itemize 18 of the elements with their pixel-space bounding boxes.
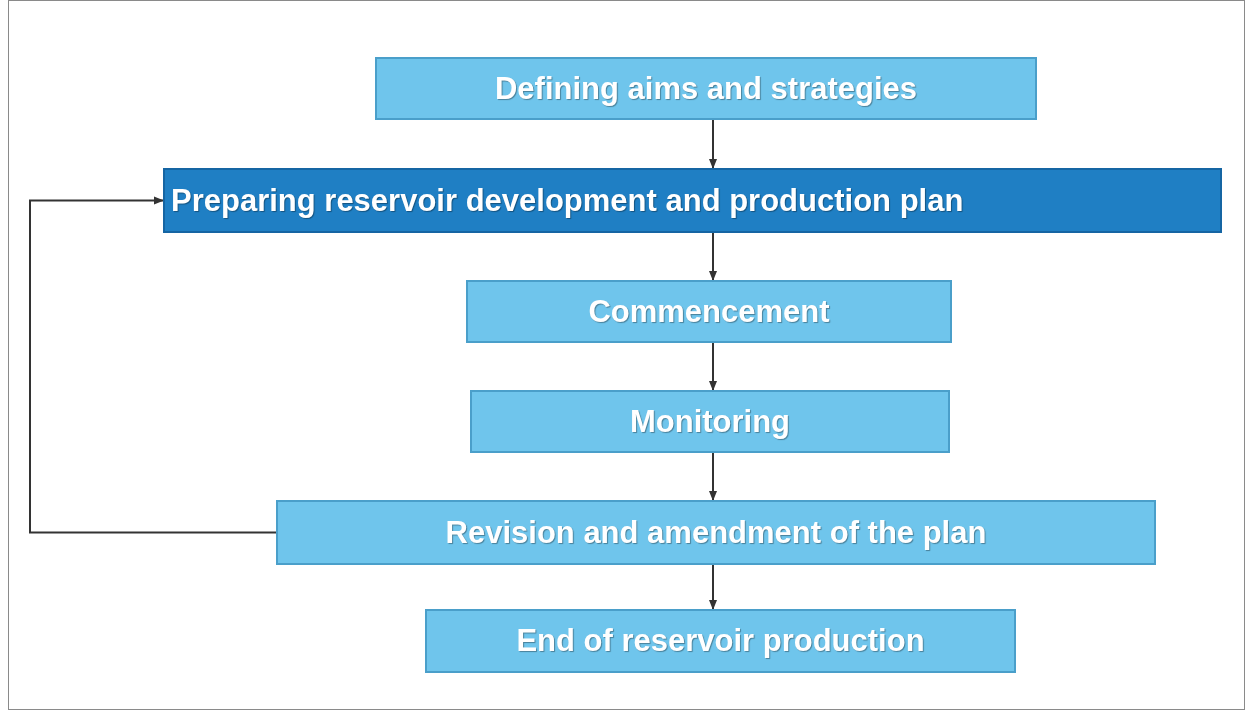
box-label: Preparing reservoir development and production plan — [171, 182, 964, 219]
arrow — [709, 342, 717, 391]
box-label: Monitoring — [629, 403, 791, 440]
arrow — [709, 119, 717, 169]
arrow — [709, 232, 717, 281]
box-label: Defining aims and strategies — [494, 70, 918, 107]
process-box — [375, 57, 1037, 120]
arrow — [29, 196, 277, 534]
process-box — [276, 500, 1156, 565]
box-label: End of reservoir production — [516, 623, 925, 659]
process-box — [466, 280, 952, 343]
process-box — [470, 390, 950, 453]
arrow — [709, 452, 717, 501]
process-box — [425, 609, 1016, 673]
box-label: Revision and amendment of the plan — [445, 514, 987, 551]
process-box — [163, 168, 1222, 233]
box-label: Commencement — [588, 293, 830, 330]
arrow — [709, 564, 717, 610]
